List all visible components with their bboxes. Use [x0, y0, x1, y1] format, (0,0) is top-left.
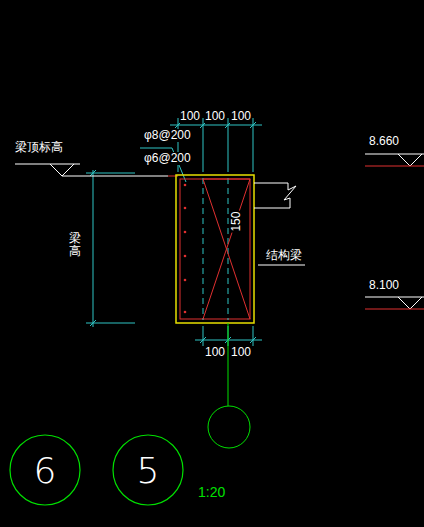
dimension-value: 100 [230, 110, 252, 123]
part-label: 结构梁 [265, 249, 303, 262]
dimension-label: 梁高 [68, 232, 82, 258]
dimension-value: 100 [230, 346, 252, 359]
detail-circle: 6 [9, 434, 81, 506]
dimension-value: 100 [179, 110, 201, 123]
level-value: 8.100 [368, 279, 400, 292]
level-value: 8.660 [368, 135, 400, 148]
scale-label: 1:20 [197, 485, 226, 500]
rebar-label: φ6@200 [143, 152, 192, 165]
detail-number: 6 [34, 450, 57, 491]
rebar-label: φ8@200 [143, 129, 192, 142]
dimension-value: 150 [230, 211, 243, 233]
level-label: 梁顶标高 [14, 141, 64, 154]
detail-number: 5 [137, 450, 160, 491]
detail-circle: 5 [112, 434, 184, 506]
dimension-value: 100 [204, 110, 226, 123]
dimension-lines [86, 118, 262, 346]
dimension-value: 100 [204, 346, 226, 359]
